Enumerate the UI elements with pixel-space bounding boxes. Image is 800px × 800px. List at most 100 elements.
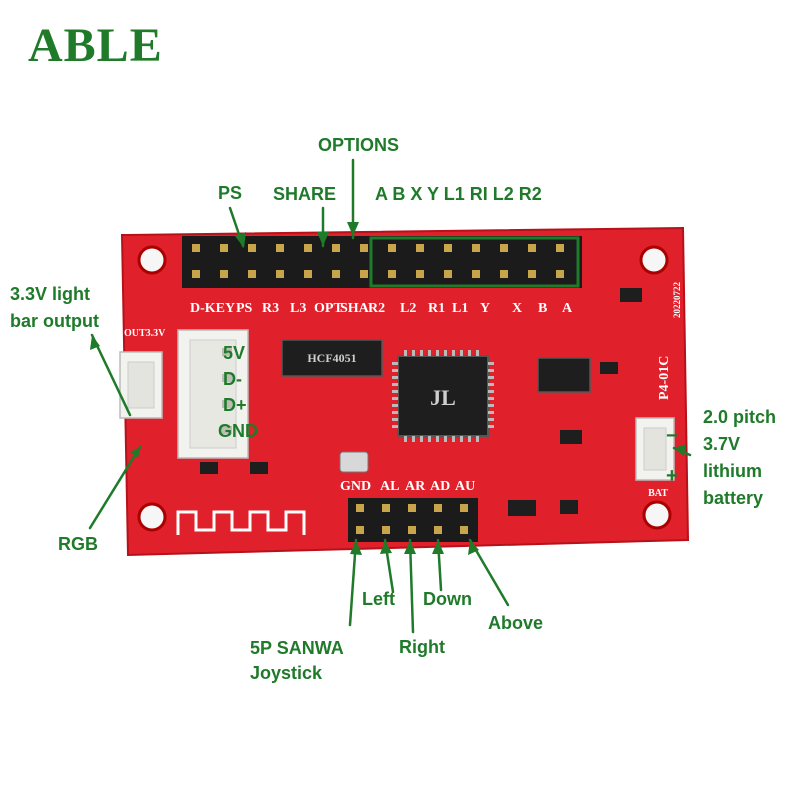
mounting-hole bbox=[137, 502, 167, 532]
silk-label: L3 bbox=[290, 301, 306, 316]
label-light-bar-1: 3.3V light bbox=[10, 284, 91, 304]
joystick-pin bbox=[460, 504, 468, 512]
header-pin bbox=[444, 270, 452, 278]
smd-part bbox=[600, 362, 618, 374]
header-pin bbox=[528, 244, 536, 252]
header-pin bbox=[248, 244, 256, 252]
main-chip-logo: JL bbox=[430, 385, 456, 410]
joystick-pin-header bbox=[348, 498, 478, 542]
label-share: SHARE bbox=[273, 184, 337, 204]
silk-label: L1 bbox=[452, 301, 468, 316]
label-options: OPTIONS bbox=[318, 135, 400, 155]
label-battery-1: 2.0 pitch bbox=[703, 407, 777, 427]
label-usb-gnd: GND bbox=[218, 421, 258, 441]
smd-part bbox=[560, 430, 582, 444]
label-sanwa-2: Joystick bbox=[250, 663, 323, 683]
battery-minus: − bbox=[666, 425, 678, 447]
header-pin bbox=[556, 244, 564, 252]
label-sanwa-1: 5P SANWA bbox=[250, 638, 344, 658]
silk-label: D-KEY bbox=[190, 301, 235, 316]
joystick-pin bbox=[356, 526, 364, 534]
label-usb-dminus: D- bbox=[223, 369, 242, 389]
smd-part bbox=[250, 462, 268, 474]
silk-label: R1 bbox=[428, 301, 445, 316]
silk-label: A bbox=[562, 301, 573, 316]
joystick-pin bbox=[356, 504, 364, 512]
label-light-bar-2: bar output bbox=[10, 311, 99, 331]
header-pin bbox=[248, 270, 256, 278]
joystick-pin bbox=[408, 504, 416, 512]
date-silk: 20220722 bbox=[672, 282, 682, 319]
label-button-pins: A B X Y L1 RI L2 R2 bbox=[375, 184, 542, 204]
silk-label: Y bbox=[480, 301, 490, 316]
mounting-hole bbox=[639, 245, 669, 275]
label-rgb: RGB bbox=[58, 534, 98, 554]
button-header-outline bbox=[369, 236, 580, 288]
version-silk: P4-01C bbox=[657, 356, 672, 400]
main-chip bbox=[397, 355, 489, 437]
antenna-trace bbox=[176, 510, 306, 535]
silk-label: L2 bbox=[400, 301, 416, 316]
battery-plus: + bbox=[666, 465, 678, 487]
silk-label: OPT bbox=[314, 301, 343, 316]
svg-text:BAT: BAT bbox=[648, 488, 668, 499]
top-pin-header bbox=[182, 236, 582, 288]
mux-chip bbox=[281, 339, 383, 377]
joystick-silk-label: AU bbox=[455, 479, 475, 494]
header-pin bbox=[192, 244, 200, 252]
header-pin bbox=[304, 244, 312, 252]
mux-chip-label: HCF4051 bbox=[307, 351, 356, 365]
header-pin bbox=[416, 270, 424, 278]
label-battery-4: battery bbox=[703, 488, 764, 508]
left-silk: OUT3.3V bbox=[124, 328, 166, 339]
joystick-silk-label: AL bbox=[380, 479, 399, 494]
header-pin bbox=[388, 270, 396, 278]
header-pin bbox=[304, 270, 312, 278]
joystick-pin bbox=[382, 504, 390, 512]
mounting-hole bbox=[642, 500, 672, 530]
smd-part bbox=[200, 462, 218, 474]
header-pin bbox=[220, 270, 228, 278]
header-pin bbox=[472, 270, 480, 278]
regulator-chip bbox=[537, 357, 591, 393]
crystal bbox=[339, 451, 369, 473]
header-pin bbox=[192, 270, 200, 278]
header-pin bbox=[220, 244, 228, 252]
label-left: Left bbox=[362, 589, 395, 609]
label-battery-3: lithium bbox=[703, 461, 762, 481]
label-usb-5v: 5V bbox=[223, 343, 246, 363]
label-battery-2: 3.7V bbox=[703, 434, 741, 454]
header-pin bbox=[500, 270, 508, 278]
header-pin bbox=[332, 270, 340, 278]
joystick-pin bbox=[434, 504, 442, 512]
silk-label: B bbox=[538, 301, 547, 316]
header-pin bbox=[556, 270, 564, 278]
label-usb-dplus: D+ bbox=[223, 395, 247, 415]
silk-label: R2 bbox=[368, 301, 385, 316]
smd-part bbox=[560, 500, 578, 514]
joystick-pin bbox=[434, 526, 442, 534]
header-pin bbox=[472, 244, 480, 252]
joystick-pin bbox=[382, 526, 390, 534]
header-pin bbox=[332, 244, 340, 252]
header-pin bbox=[444, 244, 452, 252]
usb-pins bbox=[222, 348, 232, 434]
label-right: Right bbox=[399, 637, 445, 657]
header-pin bbox=[276, 244, 284, 252]
main-chip-pins bbox=[392, 350, 494, 442]
silk-label: X bbox=[512, 301, 522, 316]
silk-label: SHA bbox=[340, 301, 370, 316]
header-pin bbox=[388, 244, 396, 252]
joystick-pin bbox=[408, 526, 416, 534]
brand-logo: ABLE bbox=[28, 19, 163, 72]
label-above: Above bbox=[488, 613, 544, 633]
header-pin bbox=[528, 270, 536, 278]
silk-label: PS bbox=[236, 301, 253, 316]
header-pin bbox=[416, 244, 424, 252]
header-pin bbox=[276, 270, 284, 278]
joystick-silk-label: AR bbox=[405, 479, 426, 494]
joystick-pin bbox=[460, 526, 468, 534]
